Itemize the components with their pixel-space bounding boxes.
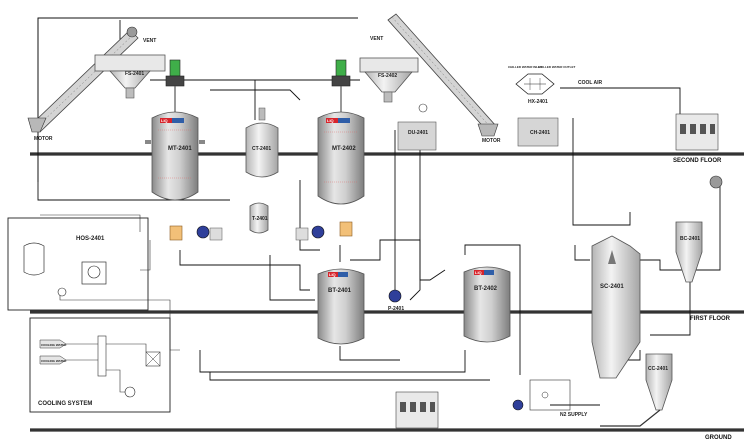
fs-2401-label: FS-2401 [125, 71, 144, 77]
buffer-tank-bt-2401 [317, 268, 365, 345]
bt-2401-brand: LIQ [329, 272, 336, 277]
tank-ct-2401 [245, 107, 279, 178]
feeder-fs-2401 [94, 54, 166, 99]
cooling-water-label-2: COOLING WATER [41, 359, 67, 363]
vent-label-2: VENT [370, 36, 383, 42]
piping-network [37, 17, 721, 406]
mixing-tank-mt-2401 [145, 59, 205, 201]
cooling-system-label: COOLING SYSTEM [38, 401, 92, 407]
bt-2402-brand: LIQ [475, 270, 482, 275]
cool-air-label: COOL AIR [578, 80, 603, 86]
discharge-chute [600, 409, 661, 427]
buffer-tank-bt-2402 [463, 266, 511, 343]
hos-2401-label: HOS-2401 [76, 236, 105, 242]
bag-collector-bc-2401 [675, 175, 723, 283]
ct-2401-label: CT-2401 [252, 146, 271, 152]
cooling-water-label-1: COOLING WATER [41, 343, 67, 347]
sc-2401-label: SC-2401 [600, 284, 624, 290]
first-floor-label: FIRST FLOOR [690, 316, 731, 322]
motor-label-1: MOTOR [34, 136, 53, 142]
heat-exchanger-hx-2401 [515, 73, 555, 95]
heater-pump-skid-1 [169, 225, 223, 241]
fs-2402-label: FS-2402 [378, 73, 397, 79]
control-panel-second-floor [675, 113, 719, 151]
bt-2401-label: BT-2401 [328, 288, 352, 294]
chilled-water-inlet-label: CHILLED WATER INLET [508, 65, 542, 69]
ch-2401-label: CH-2401 [530, 130, 550, 136]
heater-pump-skid-2 [295, 221, 353, 241]
du-2401-label: DU-2401 [408, 130, 428, 136]
vent-label-1: VENT [143, 38, 156, 44]
unit-ch-2401 [517, 117, 559, 147]
ground-pump-skid [512, 379, 571, 411]
mt-2401-brand: LIQ [161, 118, 168, 123]
control-panel-ground-floor [395, 391, 439, 429]
chilled-water-outlet-label: CHILLED WATER OUTLET [538, 65, 575, 69]
cc-2401-label: CC-2401 [648, 366, 668, 372]
bc-2401-label: BC-2401 [680, 236, 700, 242]
motor-label-2: MOTOR [482, 138, 501, 144]
transfer-pump [388, 289, 402, 303]
tank-t-2401 [249, 202, 269, 234]
cooling-system [29, 317, 171, 413]
hx-2401-label: HX-2401 [528, 99, 548, 105]
cyclone-cc-2401 [645, 353, 673, 411]
spray-chamber-sc-2401 [591, 235, 641, 379]
ground-label: GROUND [705, 435, 732, 441]
t-2401-label: T-2401 [252, 216, 268, 222]
mt-2401-label: MT-2401 [168, 146, 192, 152]
screw-conveyor-fs-2402 [387, 13, 499, 137]
heating-oil-system-hos-2401 [7, 217, 149, 311]
mixing-tank-mt-2402 [317, 59, 365, 205]
n2-supply-label: N2 SUPPLY [560, 412, 588, 418]
feeder-fs-2402 [359, 57, 419, 103]
second-floor-label: SECOND FLOOR [673, 158, 722, 164]
mt-2402-brand: LIQ [327, 118, 334, 123]
mt-2402-label: MT-2402 [332, 146, 356, 152]
unit-du-2401 [397, 103, 437, 151]
bt-2402-label: BT-2402 [474, 286, 498, 292]
pump-label: P-2401 [388, 306, 404, 312]
